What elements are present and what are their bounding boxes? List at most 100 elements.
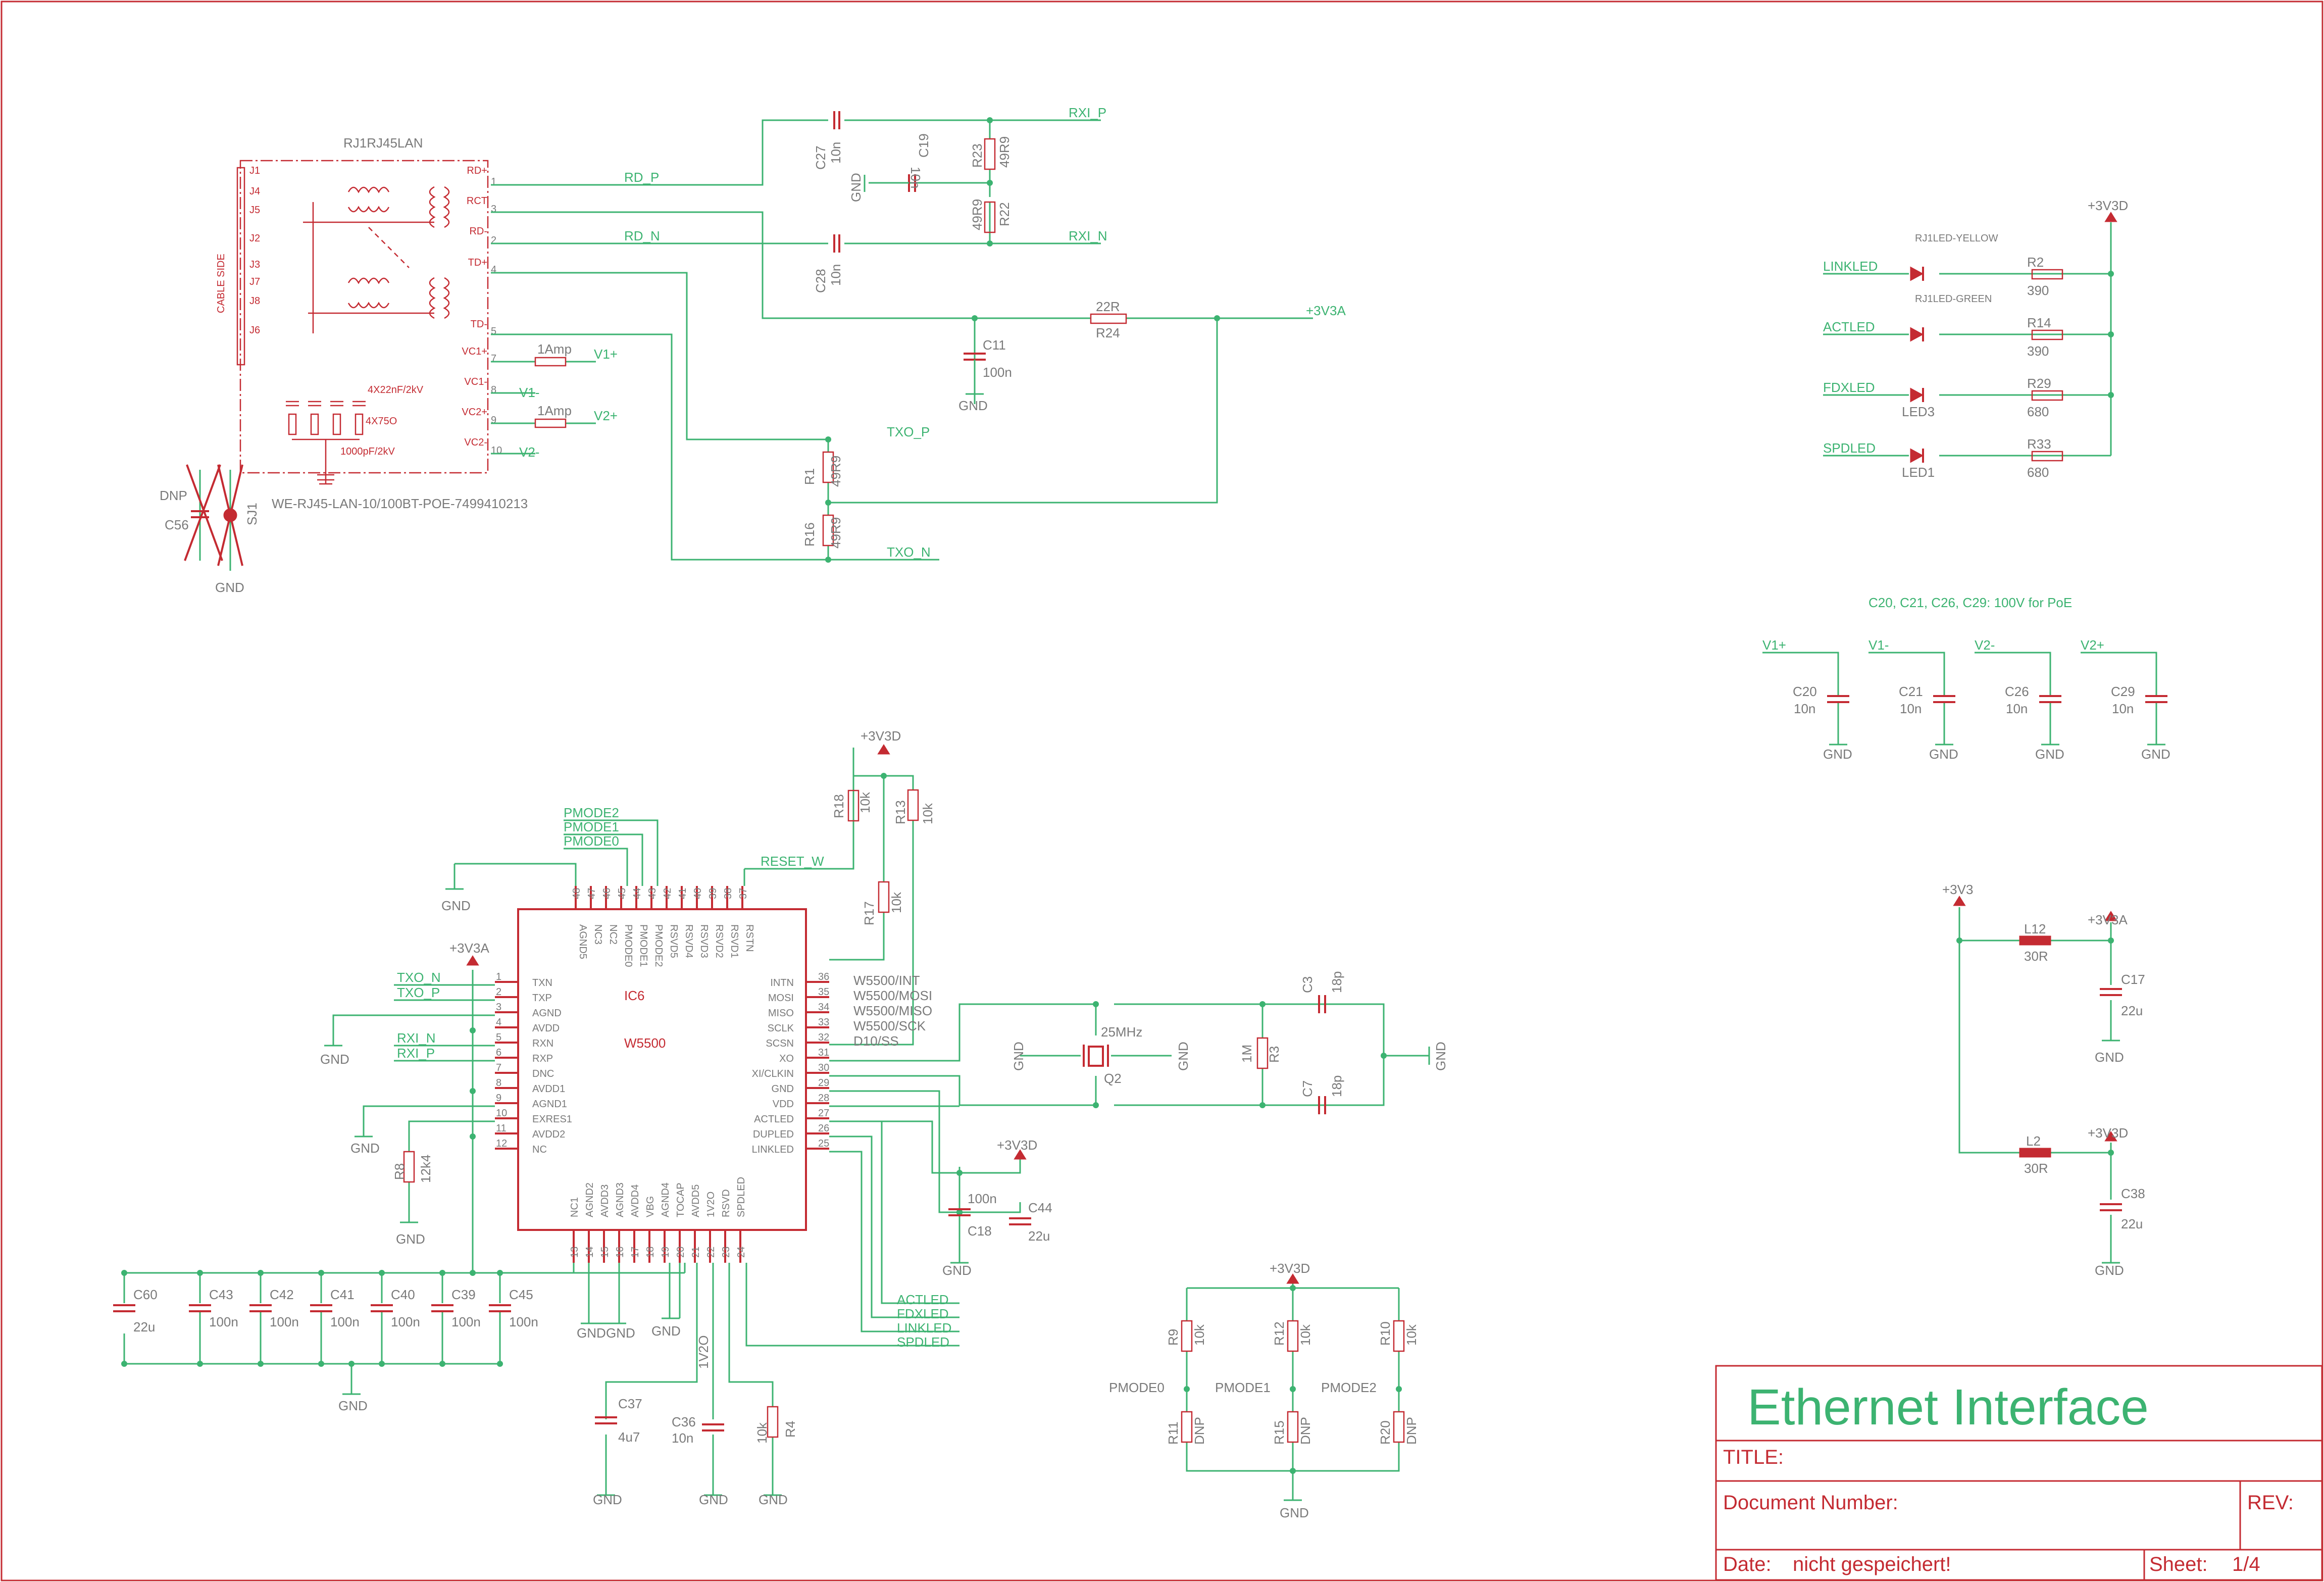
c44-capacitor[interactable]: C44 22u xyxy=(1009,1200,1052,1244)
c3-capacitor[interactable]: C3 18p xyxy=(1300,971,1344,1013)
ic-pin-name: XI/CLKIN xyxy=(752,1068,794,1079)
c28-capacitor[interactable]: C28 10n xyxy=(813,234,843,293)
r13-resistor[interactable]: R13 10k xyxy=(893,789,935,824)
r23-resistor[interactable]: R23 49R9 xyxy=(970,136,1012,170)
c18-capacitor[interactable]: 100n C18 xyxy=(948,1191,997,1239)
led-yellow[interactable]: RJ1LED-YELLOW xyxy=(1910,233,1998,281)
rx-tx-wiring xyxy=(491,119,1313,561)
supply-3v3: +3V3 +3V3A +3V3D xyxy=(1942,882,2128,1142)
net-fdxled-ic: FDXLED xyxy=(897,1306,949,1321)
r8-resistor[interactable]: R8 12k4 xyxy=(392,1151,433,1183)
ic-pin-name: RSVD1 xyxy=(729,924,740,958)
r24-resistor[interactable]: 22R R24 xyxy=(1090,299,1127,340)
connector-ref: RJ1RJ45LAN xyxy=(343,135,423,151)
rj45-connector[interactable]: CABLE SIDE RJ1RJ45LAN WE-RJ45-LAN-10/100… xyxy=(216,135,528,511)
r16-resistor[interactable]: R16 49R9 xyxy=(802,514,843,549)
ic-pin-name: SCSN xyxy=(766,1038,794,1049)
pinnum-2: 2 xyxy=(491,235,496,246)
decoupling-bank-wiring xyxy=(123,1263,774,1495)
r4-resistor[interactable]: 10k R4 xyxy=(754,1406,798,1444)
l12-value: 30R xyxy=(2024,949,2048,964)
ic-pin-name: AVDD4 xyxy=(630,1184,641,1217)
c11-capacitor[interactable]: C11 100n GND xyxy=(958,337,1012,413)
rpin-5: TD- xyxy=(471,319,487,330)
ic-pin-name: SCLK xyxy=(768,1023,794,1034)
r18-resistor[interactable]: R18 10k xyxy=(831,789,873,822)
gnd-label-sj1: GND xyxy=(215,580,244,595)
r1-resistor[interactable]: R1 49R9 xyxy=(802,451,843,487)
jpin-1: J1 xyxy=(249,165,260,176)
c19-capacitor[interactable]: GND 10n C19 xyxy=(848,133,931,202)
c27-value: 10n xyxy=(828,142,843,164)
r17-resistor[interactable]: R17 10k xyxy=(862,881,904,925)
r14-ref: R14 xyxy=(2027,315,2051,330)
r33-resistor[interactable]: R33 680 xyxy=(2027,436,2063,480)
led1-ref: LED1 xyxy=(1902,465,1935,480)
pinnum-1: 1 xyxy=(491,176,496,187)
l2-inductor[interactable]: L2 30R xyxy=(2019,1133,2051,1176)
r22-resistor[interactable]: 49R9 R22 xyxy=(970,199,1012,233)
fuse-v1[interactable]: 1Amp xyxy=(534,341,572,367)
sj1-solder-jumper[interactable]: SJ1 GND xyxy=(215,464,260,595)
led3[interactable]: LED3 xyxy=(1902,387,1935,419)
r14-resistor[interactable]: R14 390 xyxy=(2027,315,2063,359)
r29-resistor[interactable]: R29 680 xyxy=(2027,376,2063,419)
q2-crystal[interactable]: 25MHz Q2 GND GND xyxy=(1011,1024,1191,1086)
c27-capacitor[interactable]: C27 10n xyxy=(813,111,843,170)
c38-capacitor[interactable]: C38 22u GND xyxy=(2095,1186,2145,1278)
net-w5500-miso: W5500/MISO xyxy=(853,1003,932,1018)
ic-pin-name: NC3 xyxy=(592,924,603,945)
res-value: DNP xyxy=(1192,1417,1207,1445)
led-green[interactable]: RJ1LED-GREEN xyxy=(1910,293,1992,342)
jpin-2: J4 xyxy=(249,186,260,197)
r2-resistor[interactable]: R2 390 xyxy=(2027,255,2063,298)
c17-capacitor[interactable]: C17 22u GND xyxy=(2095,972,2145,1065)
rpin-2: RCT xyxy=(467,195,487,207)
pinnum-9: 9 xyxy=(491,415,496,426)
ic-pin-number: 44 xyxy=(632,888,643,899)
net-3v3d-ic: +3V3D xyxy=(861,728,901,744)
r3-resistor[interactable]: 1M R3 xyxy=(1239,1037,1282,1069)
r18-ref: R18 xyxy=(831,794,846,818)
c7-capacitor[interactable]: C7 18p xyxy=(1300,1075,1344,1114)
sheet-value: 1/4 xyxy=(2232,1553,2260,1575)
net-v2p: V2+ xyxy=(594,408,618,423)
led1[interactable]: LED1 xyxy=(1902,448,1935,480)
c37-capacitor[interactable]: C37 4u7 xyxy=(595,1396,642,1445)
c56-capacitor[interactable]: DNP C56 xyxy=(160,464,223,561)
w5500-ic[interactable]: IC6 W5500 xyxy=(517,908,807,1231)
ic-pin-name: PMODE0 xyxy=(623,924,634,967)
ic-pin-number: 17 xyxy=(630,1247,641,1258)
led-wiring xyxy=(1823,222,2112,457)
ic-pin-number: 4 xyxy=(496,1017,501,1028)
l12-inductor[interactable]: L12 30R xyxy=(2019,921,2051,964)
ic-pin-number: 48 xyxy=(571,888,582,899)
ic-pin-name: VBG xyxy=(645,1196,656,1217)
c36-capacitor[interactable]: C36 10n xyxy=(672,1414,724,1446)
bottom-grounds: GND GND GND xyxy=(593,1492,788,1507)
decoupling-dots xyxy=(121,1270,503,1367)
jpin-8: J6 xyxy=(249,325,260,336)
fuse-v2[interactable]: 1Amp xyxy=(534,403,572,428)
ic-pin-name: AGND3 xyxy=(615,1182,626,1217)
pinnum-4: 4 xyxy=(491,264,496,275)
fuse-v1-value: 1Amp xyxy=(537,341,572,357)
net-pmode0: PMODE0 xyxy=(564,833,619,849)
